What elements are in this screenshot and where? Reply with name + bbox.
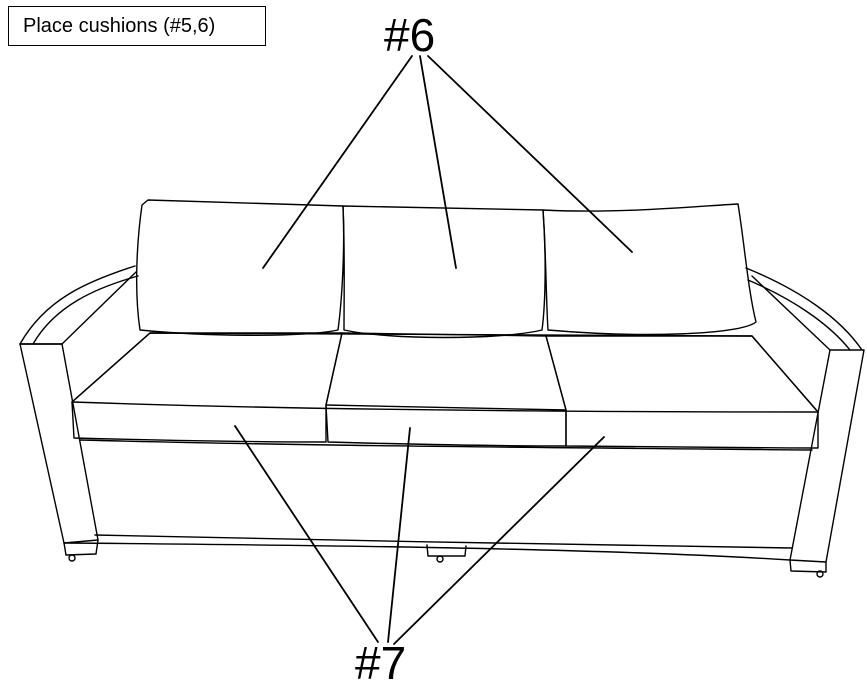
back-cushion-left [135, 199, 345, 336]
back-cushion-center [342, 205, 546, 339]
seat-cushion-center [325, 332, 567, 447]
seat-cushion-left [71, 332, 343, 443]
instruction-box: Place cushions (#5,6) [8, 6, 266, 46]
back-cushion-right [542, 203, 757, 336]
back-cushion-callout: #6 [384, 9, 436, 61]
seat-cushion-leaders [234, 425, 605, 645]
back-cushion-leaders [262, 55, 633, 269]
back-cushions [135, 199, 757, 339]
foot-left [63, 539, 99, 556]
foot-center [426, 544, 467, 557]
leader-seat-right [393, 436, 605, 645]
leader-seat-left [234, 425, 379, 643]
seat-cushion-right [545, 335, 819, 449]
foot-right [789, 559, 827, 573]
leader-back-right [427, 55, 633, 253]
sofa-base [63, 439, 813, 561]
sofa-feet [63, 539, 827, 578]
right-arm [745, 267, 865, 563]
seat-deck [71, 332, 819, 413]
seat-cushions [71, 332, 819, 449]
seat-cushion-callout: #7 [355, 637, 407, 689]
leader-seat-center [387, 427, 411, 643]
leader-back-left [262, 55, 413, 269]
leader-back-center [419, 55, 457, 269]
instruction-text: Place cushions (#5,6) [23, 14, 216, 37]
left-arm [19, 265, 139, 544]
